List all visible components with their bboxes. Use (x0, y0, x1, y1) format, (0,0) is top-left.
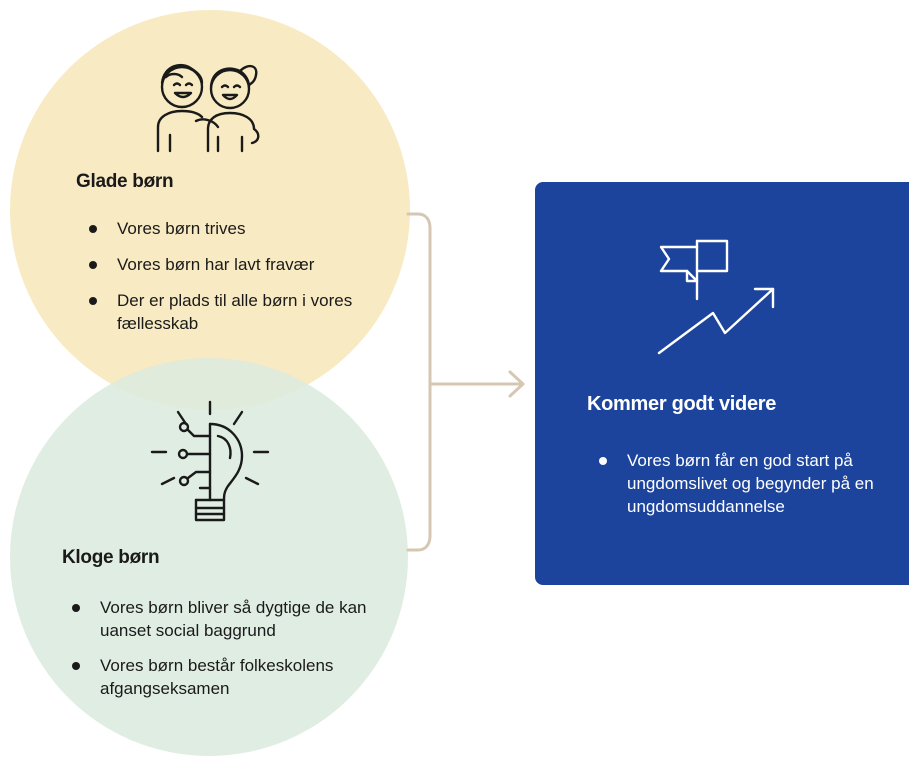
list-item: Vores børn har lavt fravær (87, 253, 367, 276)
result-title: Kommer godt videre (587, 393, 777, 415)
glade-born-title: Glade børn (76, 171, 174, 192)
kloge-born-title: Kloge børn (62, 547, 160, 568)
list-item: Vores børn består folkeskolens afgangsek… (70, 654, 380, 700)
kloge-born-list: Vores børn bliver så dygtige de kan uans… (70, 596, 380, 712)
arrow-head-icon (508, 370, 525, 398)
glade-born-list: Vores børn trives Vores børn har lavt fr… (87, 217, 367, 348)
list-item: Vores børn bliver så dygtige de kan uans… (70, 596, 380, 642)
result-box: Kommer godt videre Vores børn får en god… (535, 182, 909, 585)
glade-born-circle (10, 10, 410, 410)
happy-children-icon (148, 55, 268, 153)
list-item: Vores børn får en god start på ungdomsli… (597, 449, 887, 518)
list-item: Vores børn trives (87, 217, 367, 240)
list-item: Der er plads til alle børn i vores fælle… (87, 289, 367, 335)
result-list: Vores børn får en god start på ungdomsli… (597, 449, 887, 518)
flag-growth-arrow-icon (655, 237, 779, 355)
lightbulb-idea-icon (148, 400, 272, 526)
bracket-connector (400, 200, 530, 565)
